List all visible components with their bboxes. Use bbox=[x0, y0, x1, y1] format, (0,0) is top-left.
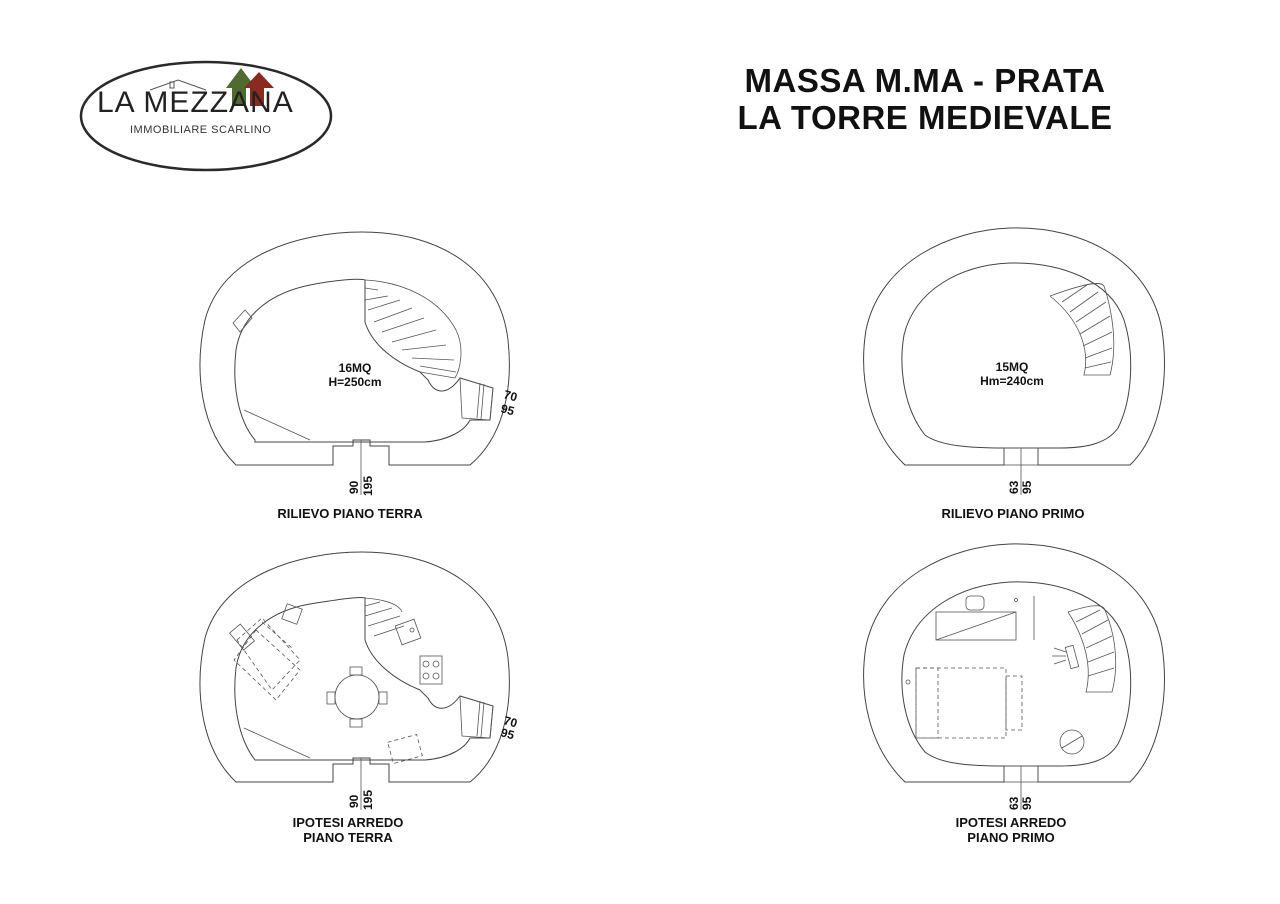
page-title: MASSA M.MA - PRATA LA TORRE MEDIEVALE bbox=[700, 62, 1150, 136]
ground-survey-window-dim-2: 95 bbox=[499, 401, 516, 418]
ground-survey-door-dim-1: 90 bbox=[347, 480, 361, 494]
title-line-1: MASSA M.MA - PRATA bbox=[744, 62, 1106, 99]
first-furnish-caption-line-1: IPOTESI ARREDO bbox=[956, 815, 1067, 830]
ground-furnish-door-dim-2: 195 bbox=[361, 790, 375, 810]
ground-furnish-caption-line-1: IPOTESI ARREDO bbox=[293, 815, 404, 830]
first-furnish-door-dim-2: 95 bbox=[1020, 796, 1034, 810]
ground-survey-window-dim-1: 70 bbox=[502, 387, 519, 404]
ground-survey-door-dim-2: 195 bbox=[361, 476, 375, 496]
ground-furnish-caption-line-2: PIANO TERRA bbox=[303, 830, 393, 845]
logo-subtitle: IMMOBILIARE SCARLINO bbox=[130, 124, 272, 136]
company-logo bbox=[79, 60, 333, 172]
title-line-2: LA TORRE MEDIEVALE bbox=[737, 99, 1113, 136]
ground-survey-plan: 16MQ H=250cm 70 95 90 195 RILIEVO PIANO … bbox=[199, 231, 519, 521]
first-survey-door-dim-2: 95 bbox=[1020, 480, 1034, 494]
ground-survey-height: H=250cm bbox=[328, 375, 381, 389]
ground-furnish-plan: 70 95 90 195 IPOTESI ARREDO PIANO TERRA bbox=[199, 551, 519, 845]
ground-survey-caption: RILIEVO PIANO TERRA bbox=[277, 506, 423, 521]
first-survey-height: Hm=240cm bbox=[980, 374, 1044, 388]
first-survey-door-dim-1: 63 bbox=[1007, 480, 1021, 494]
first-furnish-caption-line-2: PIANO PRIMO bbox=[967, 830, 1054, 845]
ground-furnish-window-dim-1: 70 bbox=[502, 713, 519, 730]
first-survey-plan: 15MQ Hm=240cm 63 95 RILIEVO PIANO PRIMO bbox=[863, 227, 1165, 521]
first-furnish-door-dim-1: 63 bbox=[1007, 796, 1021, 810]
ground-survey-area: 16MQ bbox=[339, 361, 372, 375]
first-furnish-plan: 63 95 IPOTESI ARREDO PIANO PRIMO bbox=[863, 543, 1165, 845]
ground-furnish-window-dim-2: 95 bbox=[499, 725, 516, 742]
logo-name: LA MEZZANA bbox=[97, 86, 294, 119]
ground-furnish-door-dim-1: 90 bbox=[347, 794, 361, 808]
first-survey-caption: RILIEVO PIANO PRIMO bbox=[941, 506, 1084, 521]
first-survey-area: 15MQ bbox=[996, 360, 1029, 374]
